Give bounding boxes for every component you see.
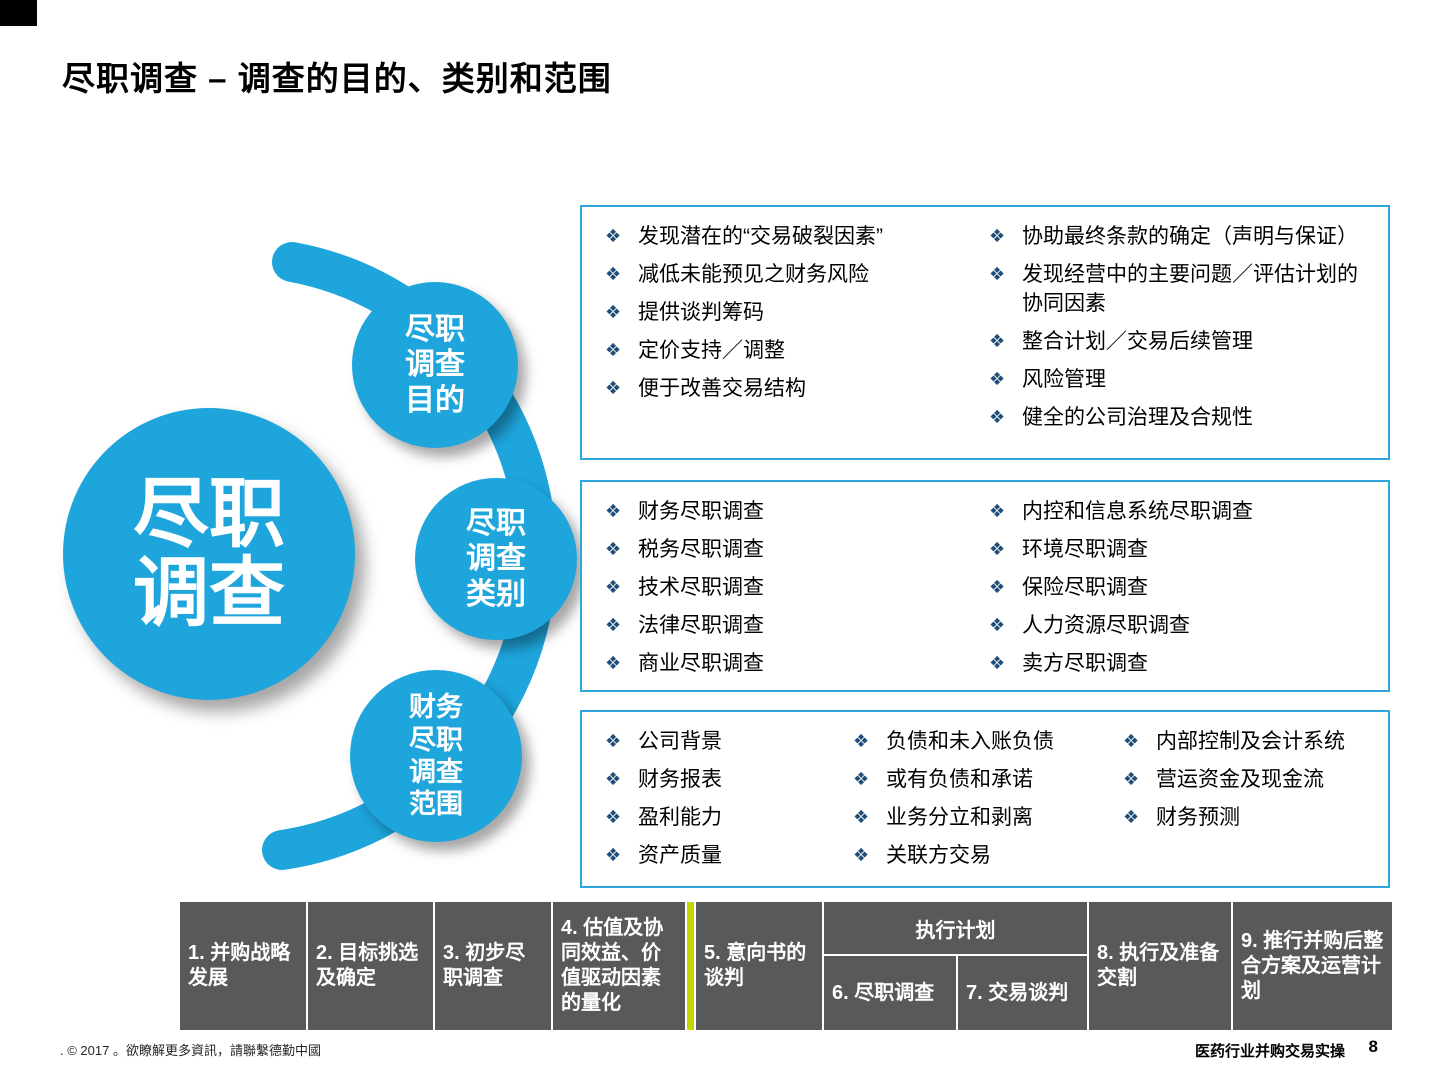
- types-box: 财务尽职调查 税务尽职调查 技术尽职调查 法律尽职调查 商业尽职调查 内控和信息…: [580, 480, 1390, 692]
- list-item: 负债和未入账负债: [850, 728, 1108, 757]
- main-circle-label: 尽职 调查: [133, 471, 285, 636]
- scope-list-col2: 负债和未入账负债 或有负债和承诺 业务分立和剥离 关联方交易: [850, 728, 1108, 880]
- list-item: 环境尽职调查: [986, 536, 1378, 565]
- types-list-left: 财务尽职调查 税务尽职调查 技术尽职调查 法律尽职调查 商业尽职调查: [602, 498, 974, 684]
- timeline-step-8: 8. 执行及准备交割: [1089, 902, 1231, 1030]
- list-item: 保险尽职调查: [986, 574, 1378, 603]
- list-item: 整合计划／交易后续管理: [986, 328, 1378, 357]
- types-list-right: 内控和信息系统尽职调查 环境尽职调查 保险尽职调查 人力资源尽职调查 卖方尽职调…: [986, 498, 1378, 684]
- list-item: 关联方交易: [850, 842, 1108, 871]
- list-item: 健全的公司治理及合规性: [986, 404, 1378, 433]
- list-item: 便于改善交易结构: [602, 375, 974, 404]
- list-item: 人力资源尽职调查: [986, 612, 1378, 641]
- logo-mark: [0, 0, 37, 26]
- timeline-step-2: 2. 目标挑选及确定: [308, 902, 433, 1030]
- purpose-box: 发现潜在的“交易破裂因素” 减低未能预见之财务风险 提供谈判筹码 定价支持／调整…: [580, 205, 1390, 460]
- list-item: 发现潜在的“交易破裂因素”: [602, 223, 974, 252]
- timeline-exec-group: 执行计划 6. 尽职调查 7. 交易谈判: [824, 902, 1087, 1030]
- circle-types-label: 尽职 调查 类别: [466, 506, 526, 611]
- list-item: 财务预测: [1120, 804, 1378, 833]
- purpose-list-left: 发现潜在的“交易破裂因素” 减低未能预见之财务风险 提供谈判筹码 定价支持／调整…: [602, 223, 974, 452]
- list-item: 营运资金及现金流: [1120, 766, 1378, 795]
- list-item: 风险管理: [986, 366, 1378, 395]
- timeline-step-7: 7. 交易谈判: [958, 956, 1087, 1030]
- timeline-step-1: 1. 并购战略发展: [180, 902, 306, 1030]
- scope-box: 公司背景 财务报表 盈利能力 资产质量 负债和未入账负债 或有负债和承诺 业务分…: [580, 710, 1390, 888]
- page-title: 尽职调查 – 调查的目的、类别和范围: [62, 60, 612, 97]
- purpose-list-right: 协助最终条款的确定（声明与保证） 发现经营中的主要问题／评估计划的协同因素 整合…: [986, 223, 1378, 452]
- scope-list-col3: 内部控制及会计系统 营运资金及现金流 财务预测: [1120, 728, 1378, 880]
- list-item: 减低未能预见之财务风险: [602, 261, 974, 290]
- list-item: 商业尽职调查: [602, 650, 974, 679]
- timeline-step-5: 5. 意向书的谈判: [696, 902, 822, 1030]
- circle-types: 尽职 调查 类别: [415, 478, 577, 640]
- current-stage-highlight-bar: [687, 902, 694, 1030]
- timeline-step-4: 4. 估值及协同效益、价值驱动因素的量化: [553, 902, 685, 1030]
- list-item: 资产质量: [602, 842, 838, 871]
- circle-scope: 财务 尽职 调查 范围: [350, 670, 522, 842]
- list-item: 税务尽职调查: [602, 536, 974, 565]
- list-item: 发现经营中的主要问题／评估计划的协同因素: [986, 261, 1378, 319]
- list-item: 财务尽职调查: [602, 498, 974, 527]
- circle-purpose: 尽职 调查 目的: [352, 282, 518, 448]
- footer-doc-title: 医药行业并购交易实操: [1194, 1043, 1345, 1060]
- footer-copyright: . © 2017 。欲瞭解更多資訊，請聯繫德勤中國: [60, 1043, 321, 1058]
- main-circle-due-diligence: 尽职 调查: [63, 408, 355, 700]
- list-item: 技术尽职调查: [602, 574, 974, 603]
- list-item: 法律尽职调查: [602, 612, 974, 641]
- timeline-step-3: 3. 初步尽职调查: [435, 902, 551, 1030]
- list-item: 协助最终条款的确定（声明与保证）: [986, 223, 1378, 252]
- process-timeline: 1. 并购战略发展 2. 目标挑选及确定 3. 初步尽职调查 4. 估值及协同效…: [180, 902, 1392, 1030]
- timeline-step-6: 6. 尽职调查: [824, 956, 956, 1030]
- timeline-step-9: 9. 推行并购后整合方案及运营计划: [1233, 902, 1392, 1030]
- list-item: 财务报表: [602, 766, 838, 795]
- timeline-exec-row: 6. 尽职调查 7. 交易谈判: [824, 956, 1087, 1030]
- list-item: 内控和信息系统尽职调查: [986, 498, 1378, 527]
- list-item: 定价支持／调整: [602, 337, 974, 366]
- list-item: 卖方尽职调查: [986, 650, 1378, 679]
- list-item: 提供谈判筹码: [602, 299, 974, 328]
- circle-purpose-label: 尽职 调查 目的: [405, 312, 465, 417]
- list-item: 业务分立和剥离: [850, 804, 1108, 833]
- circle-scope-label: 财务 尽职 调查 范围: [409, 692, 463, 820]
- list-item: 或有负债和承诺: [850, 766, 1108, 795]
- list-item: 盈利能力: [602, 804, 838, 833]
- timeline-exec-header: 执行计划: [824, 902, 1087, 954]
- list-item: 内部控制及会计系统: [1120, 728, 1378, 757]
- page-number: 8: [1368, 1037, 1378, 1056]
- scope-list-col1: 公司背景 财务报表 盈利能力 资产质量: [602, 728, 838, 880]
- list-item: 公司背景: [602, 728, 838, 757]
